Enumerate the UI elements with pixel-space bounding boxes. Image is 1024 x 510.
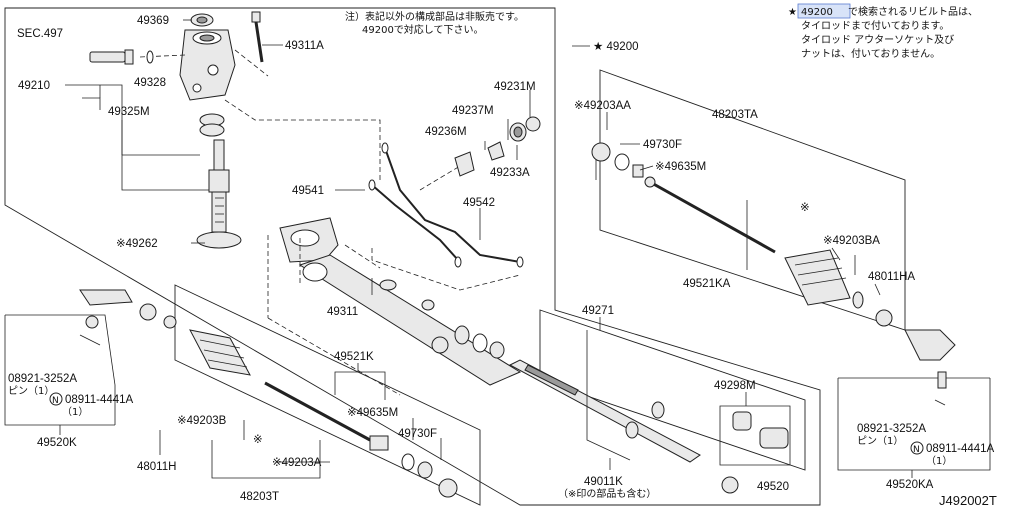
label-49328: 49328 <box>134 77 166 89</box>
label-49520ka: 49520KA <box>886 479 934 491</box>
note-rebuilt-highlight: 49200 <box>801 7 833 18</box>
rack-housing-part <box>267 217 522 396</box>
label-49203b: ※49203B <box>177 415 227 427</box>
label-asterisk-left: ※ <box>253 434 263 446</box>
label-asterisk-right: ※ <box>800 202 810 214</box>
text-labels: 注）表記以外の構成部品は非販売です。 49200で対応して下さい。 ★ 4920… <box>8 5 997 508</box>
left-boot-49203b <box>189 329 251 376</box>
label-49635m-left: ※49635M <box>347 407 398 419</box>
label-49541: 49541 <box>292 185 324 197</box>
label-49271: 49271 <box>582 305 614 317</box>
note-rebuilt-line1: で検索されるリビルト品は、 <box>848 5 978 18</box>
label-49635m-right: ※49635M <box>655 161 706 173</box>
label-49311: 49311 <box>327 306 358 318</box>
left-nut-48011h <box>139 303 177 329</box>
right-boot-49203ba <box>784 249 893 327</box>
n-marker-left <box>49 392 63 406</box>
label-49542: 49542 <box>463 197 495 209</box>
label-49011k: 49011K <box>584 476 623 488</box>
connector-49325m <box>89 49 186 65</box>
label-qty-right: （1） <box>926 455 952 467</box>
leader-lines <box>159 19 881 470</box>
label-qty-left: （1） <box>62 406 88 418</box>
label-08921-left: 08921-3252A <box>8 373 77 385</box>
label-49298m: 49298M <box>714 380 756 392</box>
label-49203aa: ※49203AA <box>574 100 631 112</box>
label-49311a: 49311A <box>285 40 324 52</box>
label-48011h: 48011H <box>137 461 176 473</box>
diagram-id: J492002T <box>939 493 997 508</box>
rack-bar-49271 <box>508 359 739 494</box>
note-main-line2: 49200で対応して下さい。 <box>362 23 484 36</box>
label-49231m: 49231M <box>494 81 536 93</box>
adjuster-parts <box>454 116 541 177</box>
label-49233a: 49233A <box>490 167 530 179</box>
rack-frame <box>539 309 806 471</box>
label-49236m: 49236M <box>425 126 467 138</box>
label-49210: 49210 <box>18 80 50 92</box>
label-49521k: 49521K <box>334 351 374 363</box>
n-marker-right <box>910 441 924 455</box>
label-49520k: 49520K <box>37 437 77 449</box>
label-48203t: 48203T <box>240 491 279 503</box>
left-tierod-frame <box>174 284 481 506</box>
label-49730f-right: 49730F <box>643 139 682 151</box>
note-rebuilt-star: ★ <box>788 7 797 18</box>
label-n-right: N <box>913 445 920 455</box>
pinion-housing-part <box>179 29 236 101</box>
pipe-49541 <box>368 142 524 268</box>
label-49520: 49520 <box>757 481 789 493</box>
left-inner-tierod-49521k <box>264 381 458 498</box>
label-49011k-note: （※印の部品も含む） <box>558 487 656 500</box>
right-inner-tierod-49521ka <box>591 142 776 254</box>
bushing-49298m <box>732 411 789 449</box>
label-49262: ※49262 <box>116 238 158 250</box>
main-assembly-frame <box>4 7 821 506</box>
note-rebuilt-line2: タイロッドまで付いております。 <box>801 19 949 32</box>
note-main-line1: 注）表記以外の構成部品は非販売です。 <box>345 10 524 23</box>
cap-49369 <box>190 13 214 27</box>
rebuilt-highlight-box <box>797 3 851 19</box>
bolt-49311a <box>234 11 269 77</box>
label-49730f-left: 49730F <box>398 428 437 440</box>
pipe-dash-bracket <box>371 248 521 291</box>
label-sec497: SEC.497 <box>17 28 63 40</box>
label-49200: ★ 49200 <box>593 41 638 53</box>
left-outer-tierod-end <box>79 289 133 346</box>
right-outer-tierod-end <box>904 329 956 406</box>
label-48203ta: 48203TA <box>712 109 758 121</box>
label-pin-right: ピン（1） <box>857 435 903 447</box>
label-48011ha: 48011HA <box>868 271 915 283</box>
label-pin-left: ピン（1） <box>8 385 54 397</box>
label-08921-right: 08921-3252A <box>857 423 926 435</box>
label-08911-left: 08911-4441A <box>65 394 134 406</box>
label-49521ka: 49521KA <box>683 278 731 290</box>
label-08911-right: 08911-4441A <box>926 443 995 455</box>
pinion-shaft-49262 <box>196 139 242 249</box>
note-rebuilt-line4: ナットは、付いておりません。 <box>801 47 940 60</box>
seal-ring-stack <box>199 99 381 180</box>
label-49325m: 49325M <box>108 106 150 118</box>
label-49203ba: ※49203BA <box>823 235 880 247</box>
label-49369: 49369 <box>137 15 169 27</box>
label-49203a: ※49203A <box>272 457 322 469</box>
note-rebuilt-line3: タイロッド アウターソケット及び <box>801 34 954 46</box>
housing-small-parts <box>379 279 505 359</box>
label-49237m: 49237M <box>452 105 494 117</box>
label-n-left: N <box>52 396 59 406</box>
